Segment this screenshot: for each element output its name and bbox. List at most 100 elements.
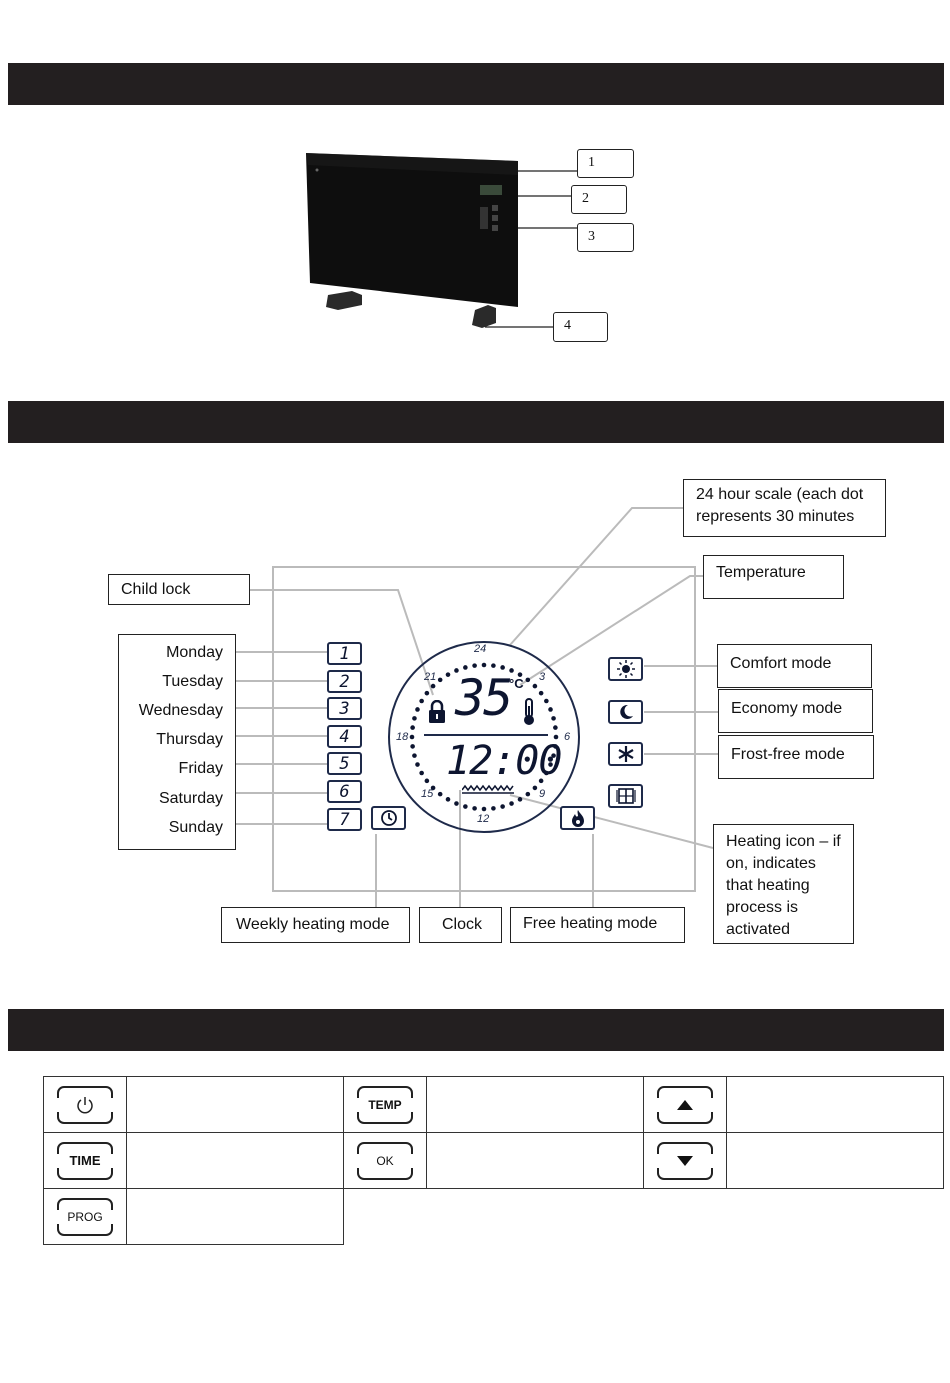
cell-temp: TEMP [343, 1076, 427, 1133]
scale-dot [445, 672, 451, 677]
day-number-box: 3 [327, 697, 362, 720]
callout-4: 4 [553, 312, 608, 342]
temperature-label: Temperature [703, 555, 844, 599]
economy-mode-label: Economy mode [718, 689, 873, 733]
day-saturday: Saturday [158, 790, 223, 807]
scale-dot [525, 791, 531, 797]
scale-dot [463, 665, 468, 670]
scale-dot [419, 698, 424, 704]
cell-time-desc [126, 1132, 344, 1189]
comfort-mode-box [608, 657, 643, 681]
scale-dot [551, 753, 556, 758]
sun-icon [616, 660, 635, 678]
scale-dot [481, 662, 487, 668]
section-header-bar-3 [8, 1009, 944, 1051]
cell-temp-desc [426, 1076, 644, 1133]
cell-time: TIME [43, 1132, 127, 1189]
cell-down [643, 1132, 727, 1189]
cell-empty [344, 1189, 944, 1245]
frost-free-mode-label: Frost-free mode [718, 735, 874, 779]
scale-dot [538, 778, 544, 784]
cell-down-desc [726, 1132, 944, 1189]
scale-mark-21: 21 [424, 671, 437, 683]
scale-mark-15: 15 [421, 788, 434, 800]
heating-icon-label: Heating icon – if on, indicates that hea… [713, 824, 854, 944]
scale-dot [437, 677, 443, 683]
scale-dot [419, 770, 424, 776]
scale-dot [553, 725, 558, 730]
cell-power-desc [126, 1076, 344, 1133]
arrow-up-icon [677, 1099, 693, 1110]
days-list: Monday Tuesday Wednesday Thursday Friday… [118, 634, 236, 850]
scale-dot [472, 806, 477, 811]
lock-icon [429, 700, 445, 723]
snowflake-icon [617, 746, 634, 762]
callout-2: 2 [571, 185, 627, 214]
up-button[interactable] [655, 1085, 715, 1124]
section-header-bar-1 [8, 63, 944, 105]
down-button[interactable] [655, 1141, 715, 1180]
scale-dot [472, 663, 477, 668]
power-button[interactable] [55, 1085, 115, 1124]
cell-up-desc [726, 1076, 944, 1133]
cell-ok: OK [343, 1132, 427, 1189]
scale-dot [553, 734, 559, 740]
day-tuesday: Tuesday [162, 673, 223, 690]
scale-dot [437, 791, 443, 797]
scale-label: 24 hour scale (each dot represents 30 mi… [683, 479, 886, 537]
day-number: 5 [339, 753, 350, 774]
arrow-down-icon [677, 1155, 693, 1166]
scale-dot [454, 801, 459, 806]
day-number: 6 [339, 781, 350, 802]
scale-dot [491, 806, 496, 811]
scale-dot [481, 806, 487, 812]
power-icon [77, 1096, 93, 1113]
controls-table: TEMP TIME OK PROG [43, 1076, 944, 1245]
scale-dot [532, 683, 538, 689]
moon-icon [619, 704, 633, 719]
window-icon [615, 788, 636, 804]
cell-up [643, 1076, 727, 1133]
scale-dot [509, 801, 514, 806]
day-number-box: 6 [327, 780, 362, 803]
day-number: 2 [339, 671, 350, 692]
scale-dot [509, 668, 514, 673]
time-button[interactable]: TIME [55, 1141, 115, 1180]
day-number-box: 1 [327, 642, 362, 665]
scale-dot [517, 672, 523, 677]
scale-dot [553, 744, 558, 749]
day-monday: Monday [166, 644, 223, 661]
scale-dot [409, 734, 415, 740]
cell-prog-desc [126, 1188, 344, 1245]
scale-dot [463, 804, 468, 809]
scale-dot [544, 698, 549, 704]
day-number: 4 [339, 726, 350, 747]
scale-dot [491, 663, 496, 668]
clock-icon [380, 810, 397, 826]
scale-dot [525, 677, 531, 683]
day-number: 7 [339, 809, 350, 830]
display-diagram-lines [236, 507, 718, 907]
scale-dot [412, 753, 417, 758]
scale-dot [424, 690, 430, 696]
scale-mark-9: 9 [539, 788, 546, 800]
scale-dot [430, 683, 436, 689]
temperature-readout: 35 [455, 669, 513, 727]
clock-label: Clock [419, 907, 502, 943]
scale-mark-12: 12 [477, 813, 490, 825]
cell-prog: PROG [43, 1188, 127, 1245]
day-friday: Friday [178, 760, 223, 777]
cell-ok-desc [426, 1132, 644, 1189]
ok-button[interactable]: OK [355, 1141, 415, 1180]
section-header-bar-2 [8, 401, 944, 443]
weekly-heating-mode-label: Weekly heating mode [221, 907, 410, 943]
temp-button[interactable]: TEMP [355, 1085, 415, 1124]
scale-dot [517, 797, 523, 802]
scale-dot [410, 725, 415, 730]
day-thursday: Thursday [156, 731, 223, 748]
day-number: 1 [339, 643, 350, 664]
clock-readout: 12:00 [446, 738, 562, 784]
prog-button[interactable]: PROG [55, 1197, 115, 1236]
economy-mode-box [608, 700, 643, 724]
scale-mark-24: 24 [474, 643, 487, 655]
